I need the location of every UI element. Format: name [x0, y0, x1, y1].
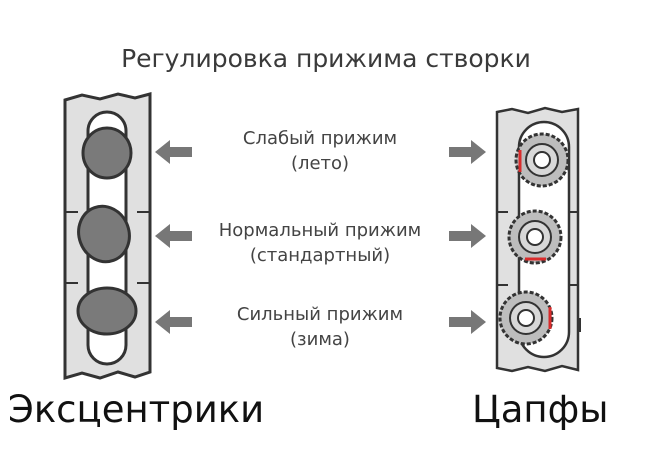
left-arrows	[155, 140, 192, 334]
label-normal-line2: (стандартный)	[249, 245, 391, 266]
eccentric-normal	[77, 204, 131, 264]
trunnion-weak	[514, 132, 570, 188]
label-weak-line1: Слабый прижим	[242, 128, 398, 149]
eccentric-strong	[76, 286, 138, 336]
diagram-title: Регулировка прижима створки	[121, 44, 531, 73]
left-arrow-normal	[155, 224, 192, 248]
caption-trunnions: Цапфы	[472, 388, 609, 431]
label-weak: Слабый прижим (лето)	[190, 126, 450, 176]
right-arrow-weak	[449, 140, 486, 164]
right-arrows	[449, 140, 486, 334]
left-arrow-strong	[155, 310, 192, 334]
right-arrow-strong	[449, 310, 486, 334]
eccentric-weak	[81, 126, 133, 180]
right-arrow-normal	[449, 224, 486, 248]
trunnion-normal	[507, 209, 563, 265]
label-strong-line1: Сильный прижим	[236, 304, 404, 325]
caption-eccentrics: Эксцентрики	[8, 388, 265, 431]
label-normal-line1: Нормальный прижим	[218, 220, 422, 241]
trunnion-strip	[495, 106, 581, 373]
trunnion-strong	[498, 290, 554, 346]
left-arrow-weak	[155, 140, 192, 164]
label-strong-line2: (зима)	[290, 329, 350, 350]
eccentric-strip	[63, 92, 152, 381]
label-normal: Нормальный прижим (стандартный)	[190, 218, 450, 268]
label-strong: Сильный прижим (зима)	[190, 302, 450, 352]
label-weak-line2: (лето)	[290, 153, 350, 174]
